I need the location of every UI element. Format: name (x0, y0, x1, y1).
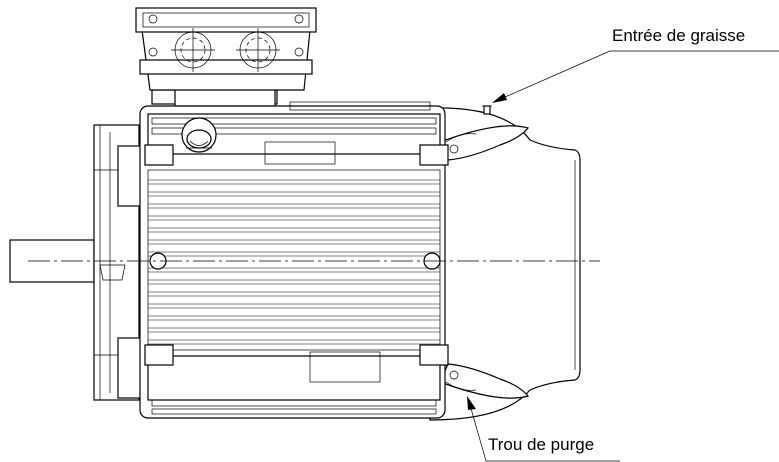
drain-hole-label: Trou de purge (488, 435, 594, 454)
fan-cover (429, 105, 581, 421)
front-end-shield (93, 124, 147, 401)
grease-inlet-callout: Entrée de graisse (492, 26, 779, 103)
grease-inlet-arrowhead (492, 93, 507, 103)
terminal-box (135, 7, 317, 107)
grease-inlet-label: Entrée de graisse (612, 26, 745, 45)
drain-hole-callout: Trou de purge (467, 396, 620, 462)
stator-frame (139, 101, 449, 419)
drain-hole-arrowhead (467, 396, 476, 410)
drain-hole-leader (469, 404, 487, 462)
lifting-eye (181, 117, 217, 153)
grease-inlet-leader (495, 50, 611, 102)
cooling-fins (147, 169, 441, 351)
